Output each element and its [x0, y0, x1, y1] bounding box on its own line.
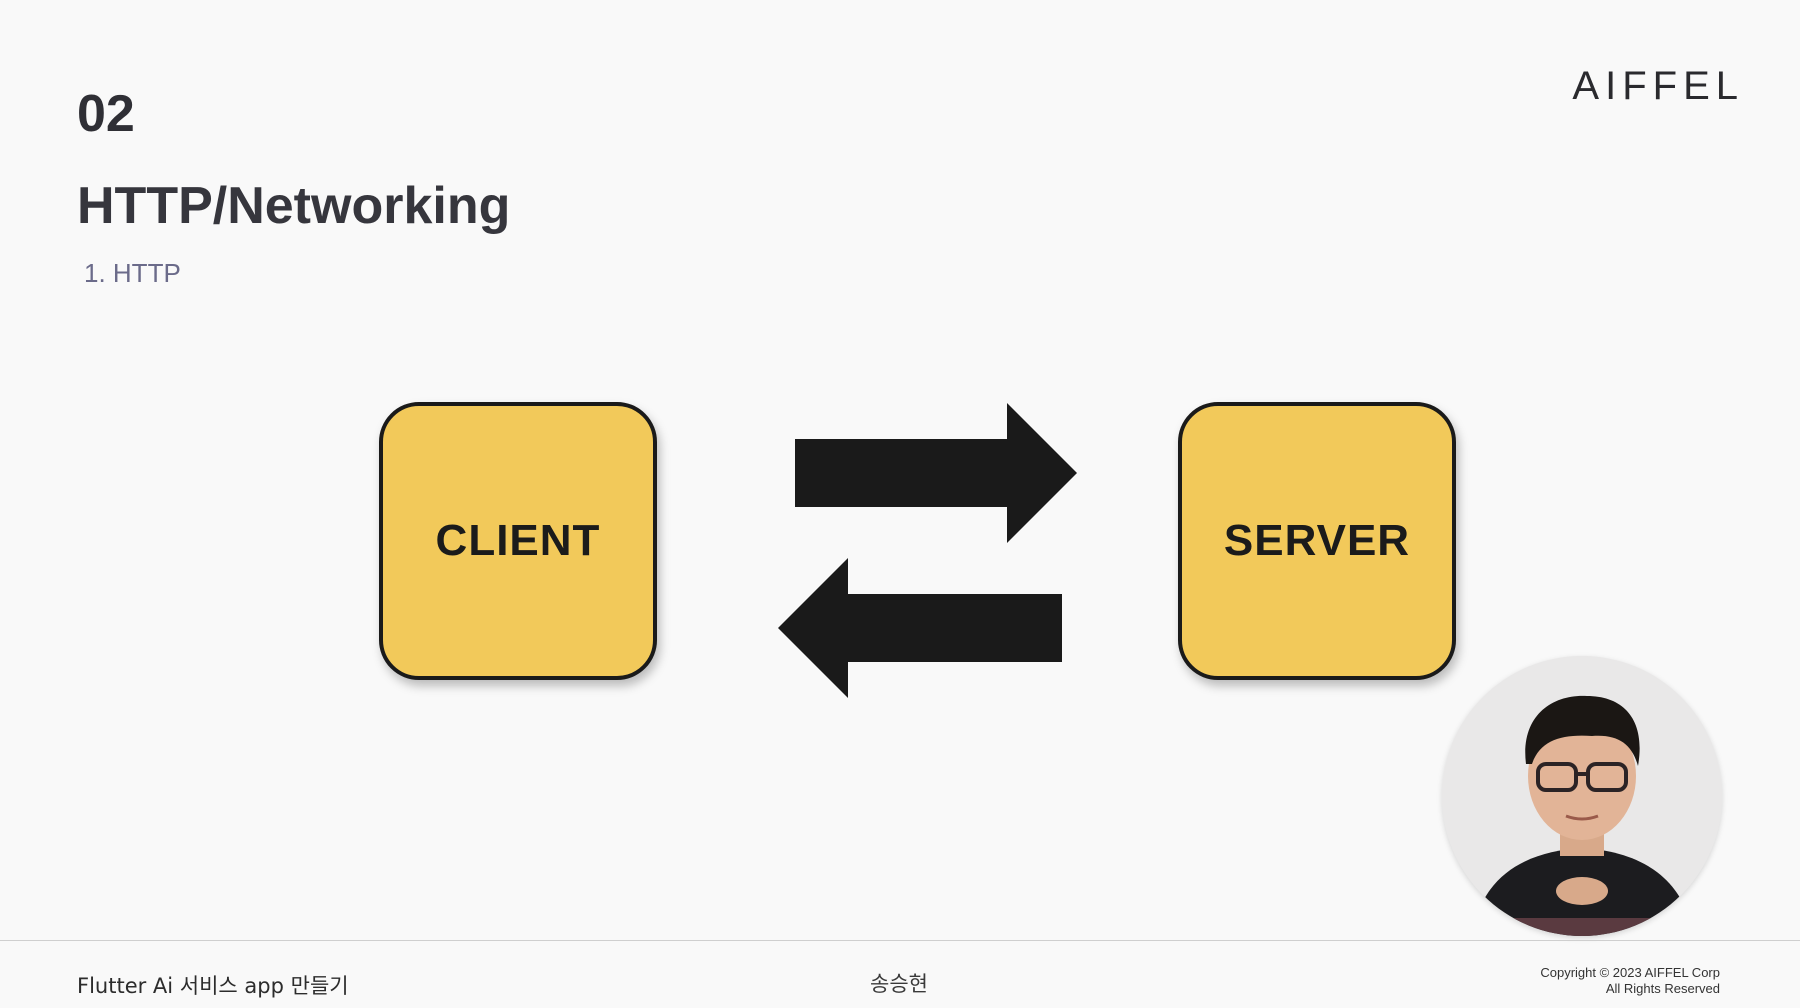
copyright-line-2: All Rights Reserved [1605, 981, 1720, 996]
server-box: SERVER [1178, 402, 1456, 680]
section-number: 02 [77, 85, 135, 143]
page-title: HTTP/Networking [77, 177, 511, 235]
footer-divider [0, 940, 1800, 941]
presenter-name: 송승현 [870, 972, 928, 996]
aiffel-logo: AIFFEL [1572, 64, 1744, 108]
server-label: SERVER [1223, 516, 1411, 565]
copyright: Copyright © 2023 AIFFEL Corp All Rights … [1540, 965, 1720, 997]
response-arrow-icon [778, 558, 1062, 698]
request-arrow-shape [795, 403, 1077, 543]
response-arrow-shape [778, 558, 1062, 698]
presenter-video [1442, 656, 1722, 936]
presenter-avatar [1442, 656, 1722, 936]
client-label: CLIENT [435, 516, 601, 565]
request-arrow-icon [795, 403, 1077, 543]
client-box: CLIENT [379, 402, 657, 680]
course-title: Flutter Ai 서비스 app 만들기 [77, 974, 349, 998]
copyright-line-1: Copyright © 2023 AIFFEL Corp [1540, 965, 1720, 980]
subtitle: 1. HTTP [84, 258, 181, 288]
